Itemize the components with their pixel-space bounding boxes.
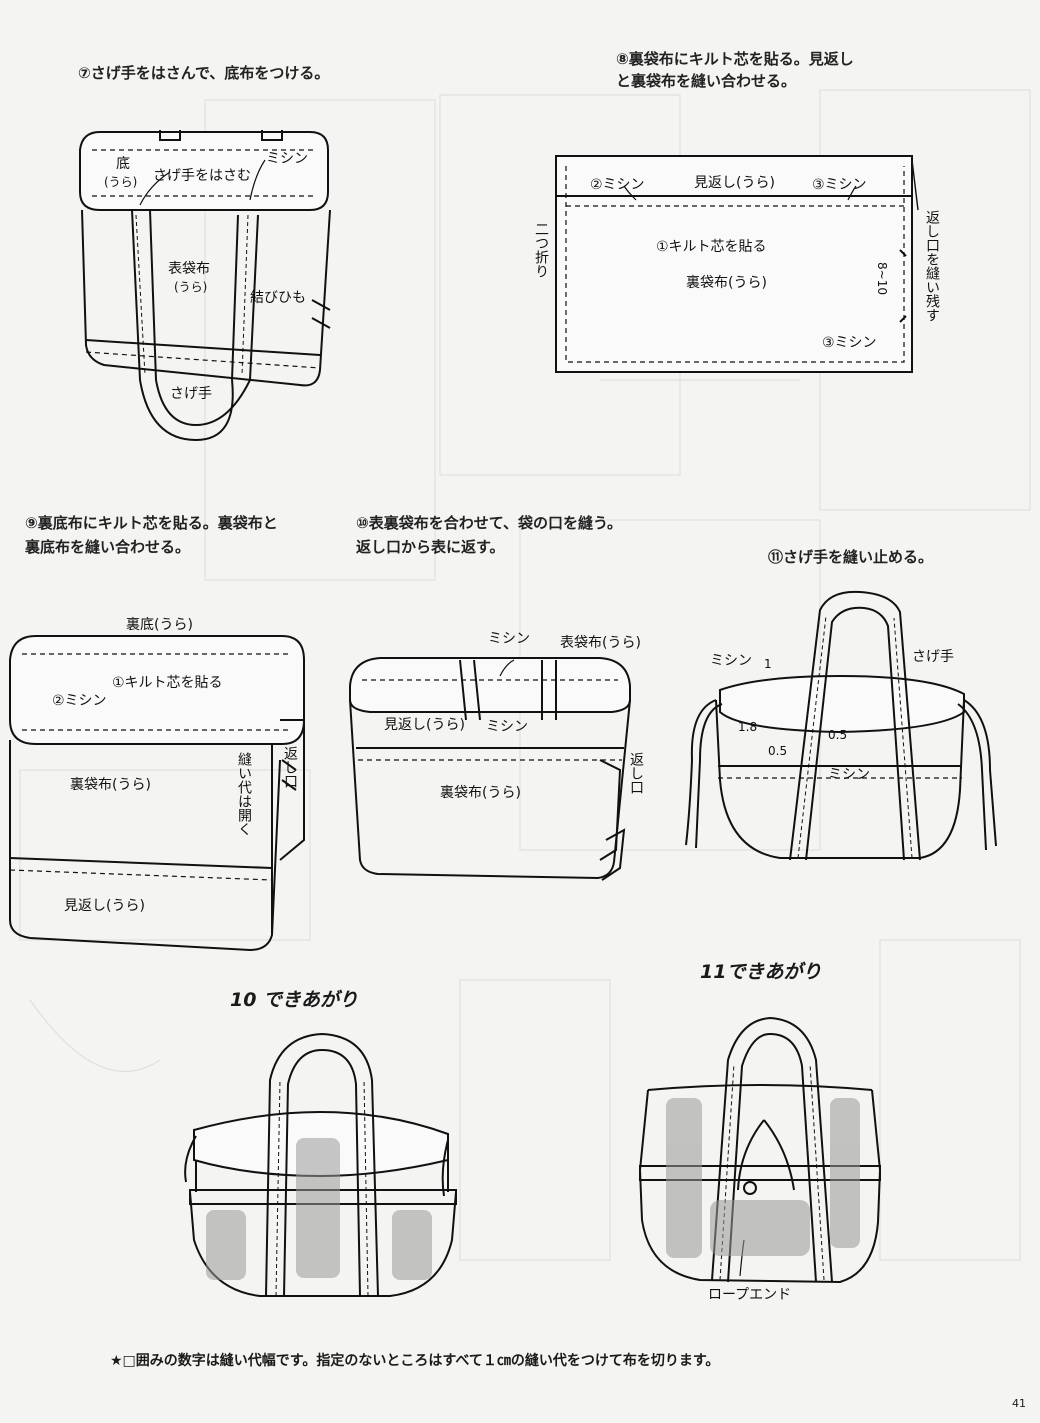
fig7-handle-insert-label: さげ手をはさむ [153, 168, 251, 184]
fig9-opening-label: 返し口 [282, 746, 298, 788]
fig11-sewing-label: ミシン [710, 653, 752, 669]
rope-end-label: ロープエンド [708, 1287, 792, 1303]
fig8-facing-label: 見返し(うら) [694, 175, 775, 191]
fig8-dimension-label: 8~10 [875, 262, 889, 295]
fig10-facing-label: 見返し(うら) [384, 717, 465, 733]
footnote: ★□囲みの数字は縫い代幅です。指定のないところはすべて１㎝の縫い代をつけて布を切… [110, 1353, 720, 1369]
step7-caption: ⑦さげ手をはさんで、底布をつける。 [78, 64, 330, 82]
fig9-lining-label: 裏袋布(うら) [70, 777, 151, 793]
fig11-dim-0-5b-label: 0.5 [828, 728, 848, 742]
fig7-handle-label: さげ手 [170, 386, 212, 402]
fig9-quilt-label: ①キルト芯を貼る [112, 675, 223, 691]
fig9-facing-label: 見返し(うら) [64, 898, 145, 914]
fig8-lining-label: 裏袋布(うら) [686, 275, 767, 291]
step11-caption: ⑪さげ手を縫い止める。 [768, 548, 934, 566]
fig7-tie-cord-label: 結びひも [250, 290, 306, 306]
fig7-outer-ura-label: (うら) [174, 280, 208, 294]
fig10-sewing2-label: ミシン [486, 719, 528, 735]
fig7-bottom-label: 底 [116, 156, 130, 172]
step10-caption-line1: ⑩表裏袋布を合わせて、袋の口を縫う。 [356, 514, 623, 532]
fig11-dim-1-8-label: 1.8 [738, 720, 758, 734]
fig7-sewing-label: ミシン [266, 151, 308, 167]
fig10-outer-label: 表袋布(うら) [560, 635, 641, 651]
fig11-handle-label: さげ手 [912, 649, 954, 665]
fig7-bottom-ura-label: (うら) [104, 175, 138, 189]
fig11-dim-0-5a-label: 0.5 [768, 744, 788, 758]
fig8-quilt-label: ①キルト芯を貼る [656, 239, 767, 255]
finished-10-title: 10 できあがり [230, 989, 359, 1011]
fig11-sewing2-label: ミシン [828, 767, 870, 783]
step10-caption-line2: 返し口から表に返す。 [356, 538, 505, 556]
fig8-fold-label: 二つ折り [533, 222, 549, 278]
fig10-lining-label: 裏袋布(うら) [440, 785, 521, 801]
fig8-sewing2-label: ②ミシン [590, 177, 645, 193]
fig8-opening-label: 返し口を縫い残す [924, 210, 940, 322]
page-number: 41 [1012, 1397, 1026, 1410]
fig7-outer-fabric-label: 表袋布 [168, 261, 210, 277]
fig9-seam-open-label: 縫い代は開く [236, 752, 252, 836]
fig9-lining-bottom-label: 裏底(うら) [126, 617, 193, 633]
step8-caption-line2: と裏袋布を縫い合わせる。 [616, 72, 797, 90]
step9-caption-line1: ⑨裏底布にキルト芯を貼る。裏袋布と [25, 514, 278, 532]
fig10-opening-label: 返し口 [628, 752, 644, 794]
fig9-sewing2-label: ②ミシン [52, 693, 107, 709]
fig10-sewing-label: ミシン [488, 631, 530, 647]
step8-caption-line1: ⑧裏袋布にキルト芯を貼る。見返し [616, 50, 854, 68]
fig11-dim-1-label: 1 [764, 657, 772, 671]
finished-11-title: 11できあがり [700, 961, 822, 983]
step9-caption-line2: 裏底布を縫い合わせる。 [25, 538, 191, 556]
fig8-sewing3b-label: ③ミシン [822, 335, 877, 351]
fig8-sewing3a-label: ③ミシン [812, 177, 867, 193]
